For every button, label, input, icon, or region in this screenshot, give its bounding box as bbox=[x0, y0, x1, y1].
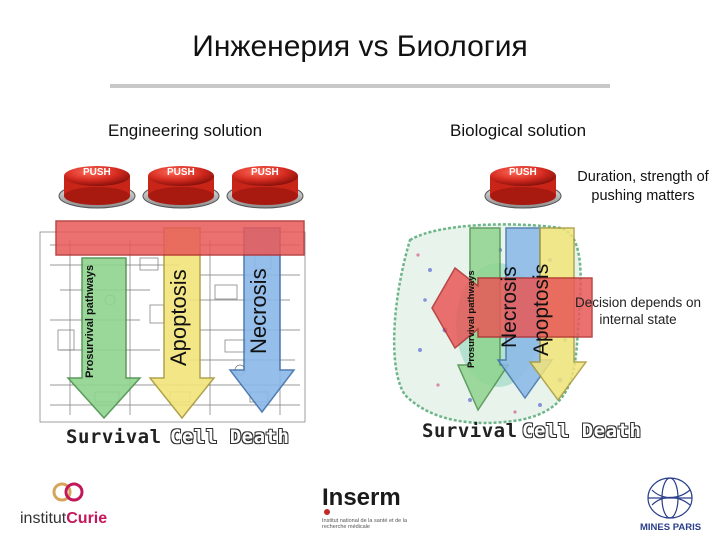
biological-heading: Biological solution bbox=[450, 121, 587, 140]
curie-prefix: institut bbox=[20, 510, 67, 527]
curie-name: Curie bbox=[66, 510, 108, 527]
decision-arrow bbox=[431, 266, 593, 350]
necrosis-label: Necrosis bbox=[246, 268, 271, 354]
engineering-heading: Engineering solution bbox=[108, 121, 263, 140]
engineering-push-button-3[interactable] bbox=[226, 166, 304, 209]
mines-logo: MINES PARIS bbox=[640, 522, 702, 533]
curie-logo-mark bbox=[52, 482, 84, 502]
eng-survival-label: Survival bbox=[66, 426, 162, 448]
curie-logo: institutCurie bbox=[20, 510, 107, 528]
push-label-bio: PUSH bbox=[509, 167, 537, 178]
decision-note: Decision depends on internal state bbox=[574, 295, 702, 327]
push-label-2: PUSH bbox=[167, 167, 195, 178]
duration-note: Duration, strength of pushing matters bbox=[577, 169, 709, 204]
biological-push-button[interactable] bbox=[484, 166, 562, 209]
inserm-subtitle: Institut national de la santé et de la r… bbox=[322, 518, 408, 530]
eng-cell-death-label: Cell Death bbox=[170, 426, 290, 448]
bio-survival-label: Survival bbox=[422, 420, 518, 442]
survival-arrow bbox=[66, 257, 142, 420]
bio-apoptosis-label: Apoptosis bbox=[530, 263, 553, 356]
inserm-dot bbox=[324, 509, 330, 515]
apoptosis-label: Apoptosis bbox=[166, 269, 191, 366]
push-label-1: PUSH bbox=[83, 167, 111, 178]
bio-cell-death-label: Cell Death bbox=[522, 420, 642, 442]
slide-title: Инженерия vs Биология bbox=[192, 30, 528, 63]
engineering-push-button-2[interactable] bbox=[142, 166, 220, 209]
engineering-signal-bar bbox=[55, 220, 305, 256]
bio-necrosis-label: Necrosis bbox=[498, 266, 521, 348]
inserm-logo: Inserm bbox=[322, 484, 401, 511]
bio-prosurvival-label: Prosurvival pathways bbox=[466, 270, 477, 368]
push-label-3: PUSH bbox=[251, 167, 279, 178]
engineering-push-button-1[interactable] bbox=[58, 166, 136, 209]
prosurvival-label: Prosurvival pathways bbox=[84, 264, 96, 378]
title-underline bbox=[110, 84, 610, 88]
mines-logo-mark bbox=[647, 477, 693, 519]
